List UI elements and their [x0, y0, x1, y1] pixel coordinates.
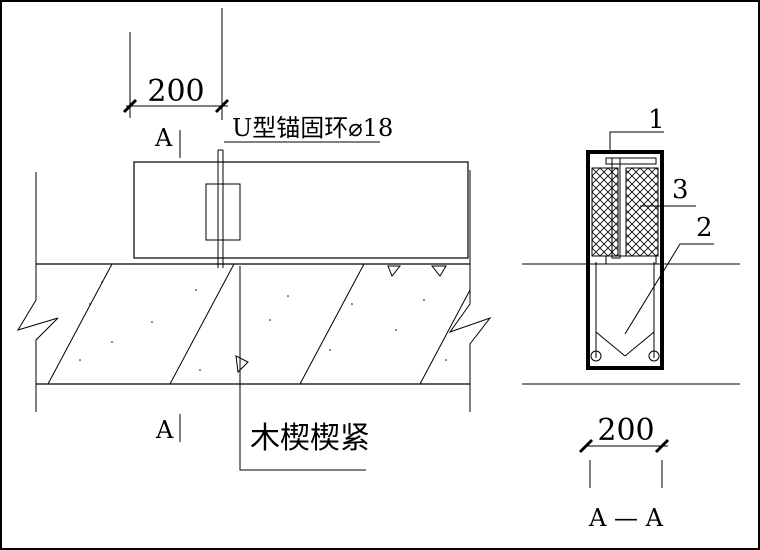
plan-view: 200 A U型锚固环⌀18 — [16, 8, 492, 471]
section-box — [586, 150, 664, 370]
section-mark-bottom: A — [155, 416, 174, 444]
section-view: 1 3 2 200 A — A — [522, 105, 740, 532]
plan-dimension: 200 — [122, 8, 230, 120]
wedge-leader — [239, 266, 366, 471]
bolt-left — [590, 350, 602, 362]
section-mark-top: A — [154, 124, 173, 152]
u-ring-right-arm — [624, 331, 655, 357]
callout-1-leader — [609, 131, 664, 154]
section-dim-text: 200 — [597, 413, 654, 448]
anchor-ring-label: U型锚固环⌀18 — [232, 114, 393, 142]
u-ring-left-arm — [595, 331, 626, 357]
steel-beam — [133, 161, 469, 259]
section-dimension: 200 — [578, 413, 670, 488]
wedge-label: 木楔楔紧 — [250, 421, 370, 456]
plan-dim-text: 200 — [147, 74, 204, 109]
wood-block-right — [625, 167, 659, 257]
callout-3: 3 — [672, 175, 689, 205]
wood-block-left — [591, 167, 619, 257]
callout-1: 1 — [648, 105, 665, 135]
section-title: A — A — [588, 504, 664, 532]
concrete-slab — [16, 170, 492, 412]
callout-2: 2 — [696, 213, 713, 243]
callout-2-leader — [624, 243, 714, 335]
bolt-right — [648, 350, 660, 362]
